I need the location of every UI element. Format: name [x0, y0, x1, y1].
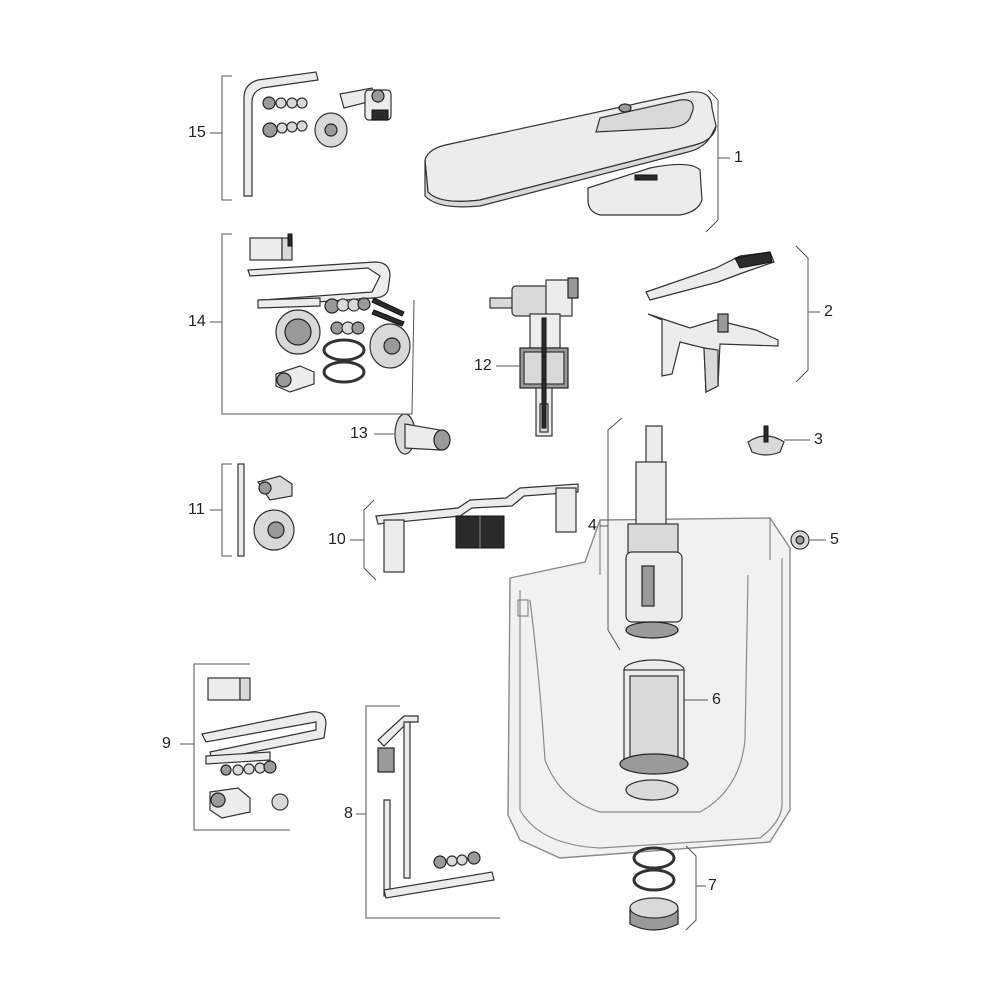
callout-8: 8 [344, 805, 353, 822]
part-6-overflow-pipe [619, 659, 689, 801]
callout-12: 12 [474, 357, 492, 374]
leader-lines [180, 132, 826, 887]
part-7-rings [629, 846, 679, 931]
callout-1: 1 [734, 149, 743, 166]
callout-2: 2 [824, 303, 833, 320]
part-8-kit [377, 715, 495, 899]
part-3-cap [747, 425, 785, 456]
part-2-lever [645, 251, 779, 393]
part-14-kit [247, 233, 411, 393]
group-brackets [193, 75, 809, 931]
callout-6: 6 [712, 691, 721, 708]
part-5-nut [790, 530, 810, 550]
part-13-pusher [394, 413, 451, 455]
part-11-kit [237, 463, 295, 557]
part-10-frame [375, 483, 579, 573]
callout-10: 10 [328, 531, 346, 548]
callout-7: 7 [708, 877, 717, 894]
callout-15: 15 [188, 124, 206, 141]
callout-13: 13 [350, 425, 368, 442]
part-12-fill-valve [489, 277, 579, 437]
callout-3: 3 [814, 431, 823, 448]
part-1-cover [424, 91, 717, 216]
part-4-flush-valve [625, 425, 683, 639]
callout-11: 11 [188, 501, 205, 518]
callout-4: 4 [588, 517, 597, 534]
part-9-kit [201, 677, 327, 819]
callout-5: 5 [830, 531, 839, 548]
callout-14: 14 [188, 313, 206, 330]
part-15-kit [243, 71, 392, 197]
callout-9: 9 [162, 735, 171, 752]
